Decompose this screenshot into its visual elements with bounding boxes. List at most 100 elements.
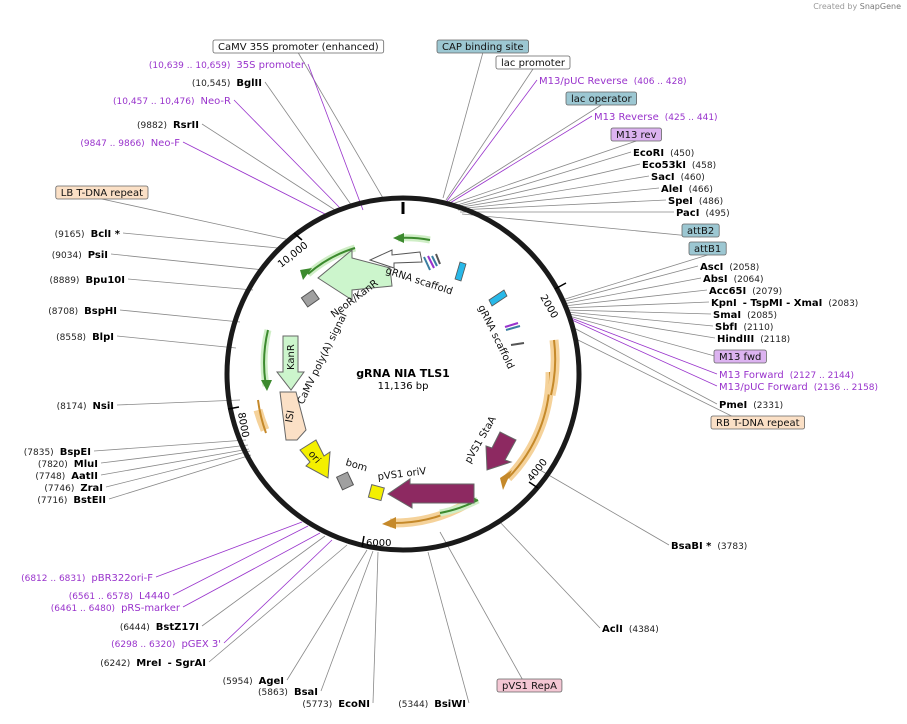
leader-line (567, 313, 716, 339)
label-position: (9165) (55, 230, 85, 240)
leader-line (442, 52, 484, 199)
label-feature: lac promoter (495, 55, 571, 70)
label-name: ZraI (80, 483, 103, 494)
label-position: (10,457 .. 10,476) (113, 97, 194, 107)
label-name: Neo-F (151, 138, 181, 149)
label-enzyme: (9165)BclI * (55, 229, 121, 240)
label-position: (8558) (56, 333, 86, 343)
leader-line (439, 531, 530, 693)
leader-line (563, 289, 708, 307)
credit-brand: SnapGene (859, 2, 901, 11)
label-position: (2110) (743, 323, 773, 333)
label-position: (5954) (223, 677, 253, 687)
plasmid-name: gRNA NIA TLS1 (356, 367, 450, 380)
label-name: BspEI (60, 447, 91, 458)
feature-name: CAP binding site (442, 42, 524, 53)
tick-label: 8000 (235, 412, 250, 439)
leader-line (565, 309, 712, 315)
label-enzyme: (7835)BspEI (24, 447, 91, 458)
label-position: (8708) (48, 307, 78, 317)
camv-polya-label: CaMV poly(A) signal (296, 311, 350, 406)
label-name: M13 Reverse (594, 112, 659, 123)
leader-line (457, 199, 667, 211)
label-feature: attB2 (681, 223, 720, 238)
label-name: SpeI (668, 196, 693, 207)
label-name: BstZ17I (156, 622, 199, 633)
leader-line (453, 151, 632, 207)
feature-name: RB T-DNA repeat (716, 418, 800, 429)
feature-box (681, 223, 720, 238)
leader-line (127, 278, 254, 291)
label-name: AclI (602, 624, 623, 635)
leader-line (372, 551, 379, 704)
label-enzyme: (7748)AatII (35, 471, 98, 482)
label-position: (5773) (302, 700, 332, 710)
label-position: (8889) (50, 276, 80, 286)
pvs1-oriv-label: pVS1 oriV (377, 466, 427, 483)
feature-box (610, 127, 662, 142)
label-position: (486) (699, 197, 723, 207)
label-name: Acc65I (709, 286, 746, 297)
label-position: (458) (692, 161, 716, 171)
label-enzyme: AscI(2058) (700, 262, 759, 273)
feature-name: LB T-DNA repeat (61, 188, 143, 199)
label-name: SacI (651, 172, 675, 183)
label-name: Eco53kI (642, 160, 686, 171)
leader-line (571, 319, 718, 387)
leader-line (233, 99, 341, 209)
feature-name: attB2 (687, 226, 714, 237)
leader-line (100, 448, 250, 476)
label-position: (5863) (258, 688, 288, 698)
feature-box (212, 39, 385, 54)
leader-line (155, 521, 303, 578)
label-extra: - SgrAI (168, 658, 206, 669)
leader-line (456, 187, 660, 210)
feature-name: CaMV 35S promoter (enhanced) (218, 42, 379, 53)
leader-line (264, 81, 353, 207)
leader-line (182, 141, 326, 215)
label-feature: M13 fwd (713, 349, 767, 364)
label-enzyme: EcoRI(450) (633, 148, 694, 159)
label-name: BsaBI * (671, 541, 712, 552)
credit-prefix: Created by (813, 2, 858, 11)
label-enzyme: (5773) EcoNI (302, 699, 370, 710)
label-name: EcoNI (338, 699, 370, 710)
leader-line (446, 79, 538, 202)
label-enzyme: AbsI(2064) (703, 274, 764, 285)
label-name: BstEII (73, 495, 106, 506)
leader-line (108, 454, 252, 500)
leader-line (497, 519, 601, 629)
label-enzyme: (7716)BstEII (37, 495, 106, 506)
leader-line (201, 535, 326, 627)
label-name: PsiI (88, 250, 108, 261)
label-enzyme: SbfI (2110) (715, 322, 773, 333)
label-enzyme: Eco53kI (458) (642, 160, 716, 171)
label-enzyme: (8174)NsiI (57, 401, 114, 412)
label-position: (2331) (753, 401, 783, 411)
label-name: AscI (700, 262, 723, 273)
leader-line (454, 163, 641, 208)
leader-line (119, 309, 241, 323)
label-name: NsiI (93, 401, 114, 412)
label-position: (2118) (760, 335, 790, 345)
leader-line (573, 327, 718, 405)
label-name: BsiWI (434, 699, 466, 710)
label-name: Bpu10I (85, 275, 125, 286)
leader-line (307, 63, 364, 211)
label-position: (3783) (717, 542, 747, 552)
label-position: (6242) (100, 659, 130, 669)
label-position: (7746) (44, 484, 74, 494)
leader-line (116, 399, 241, 406)
isi-label: ISI (284, 410, 297, 424)
feature-box (496, 678, 563, 693)
label-position: (9882) (137, 121, 167, 131)
label-name: SbfI (715, 322, 737, 333)
label-position: (450) (670, 149, 694, 159)
label-name: pGEX 3' (181, 639, 221, 650)
leader-line (566, 311, 714, 327)
scale-ticks (227, 232, 567, 548)
label-position: (6444) (120, 623, 150, 633)
feature-name: attB1 (694, 244, 721, 255)
label-primer: M13/pUC Reverse(406 .. 428) (539, 76, 687, 87)
label-extra: - TspMI - XmaI (743, 298, 823, 309)
